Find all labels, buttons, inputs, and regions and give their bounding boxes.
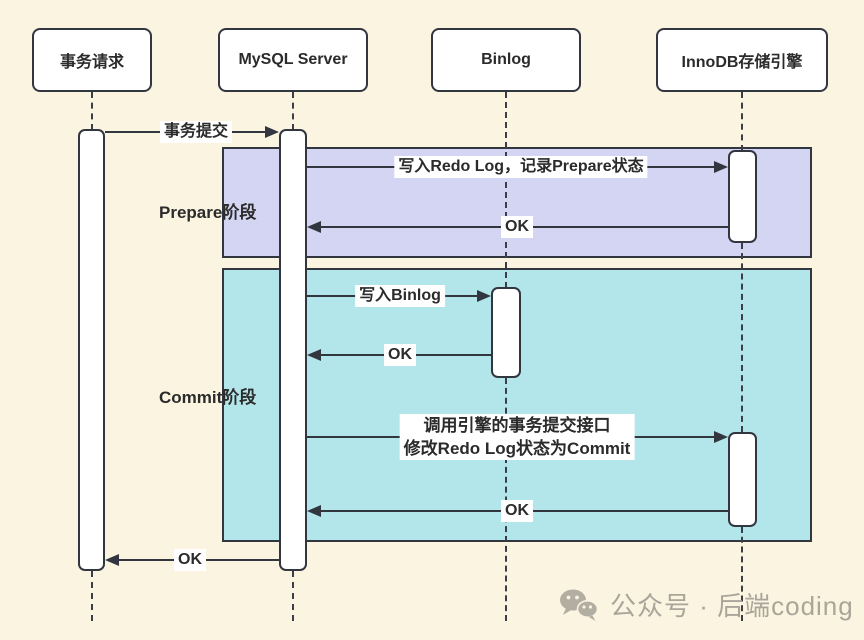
message-label: OK [501,500,533,522]
watermark-text: 公众号 · 后端coding [610,591,854,621]
lifeline-txn-request [91,571,93,621]
lifeline-txn-request [91,92,93,130]
message-label: 写入Binlog [355,285,445,307]
arrowhead-right-icon [265,126,279,138]
arrowhead-left-icon [105,554,119,566]
arrowhead-left-icon [307,505,321,517]
message-label: OK [501,216,533,238]
actor-label: 事务请求 [59,54,124,71]
arrowhead-left-icon [307,349,321,361]
lifeline-innodb [741,243,743,432]
lifeline-innodb [741,92,743,151]
lifeline-binlog [505,378,507,621]
message-label-line2: 修改Redo Log状态为Commit [403,439,631,458]
actor-label: Binlog [481,51,531,68]
watermark: 公众号 · 后端coding [558,586,854,623]
lifeline-mysql-server [292,92,294,130]
message-label: 写入Redo Log，记录Prepare状态 [394,156,648,178]
lifeline-binlog [505,92,507,288]
activation-binlog [491,287,521,378]
activation-txn-request [78,129,105,571]
arrowhead-right-icon [477,290,491,302]
actor-label: InnoDB存储引擎 [681,54,803,71]
activation-innodb-prepare [728,150,757,243]
actor-mysql-server: MySQL Server [218,28,368,92]
lifeline-innodb [741,527,743,621]
message-label: 事务提交 [159,121,233,143]
actor-innodb: InnoDB存储引擎 [656,28,828,92]
lifeline-mysql-server [292,571,294,621]
actor-binlog: Binlog [431,28,581,92]
activation-innodb-commit [728,432,757,527]
arrowhead-right-icon [714,431,728,443]
actor-label: MySQL Server [238,51,348,68]
wechat-icon [558,587,600,623]
prepare-phase-label: Prepare阶段 [159,203,257,222]
arrowhead-left-icon [307,221,321,233]
commit-phase-label: Commit阶段 [159,388,257,407]
message-label-line1: 调用引擎的事务提交接口 [423,416,611,435]
message-label: OK [384,344,416,366]
message-label: 调用引擎的事务提交接口 修改Redo Log状态为Commit [399,414,635,460]
activation-mysql-server [279,129,307,571]
arrowhead-right-icon [714,161,728,173]
actor-txn-request: 事务请求 [32,28,152,92]
message-label: OK [174,549,206,571]
